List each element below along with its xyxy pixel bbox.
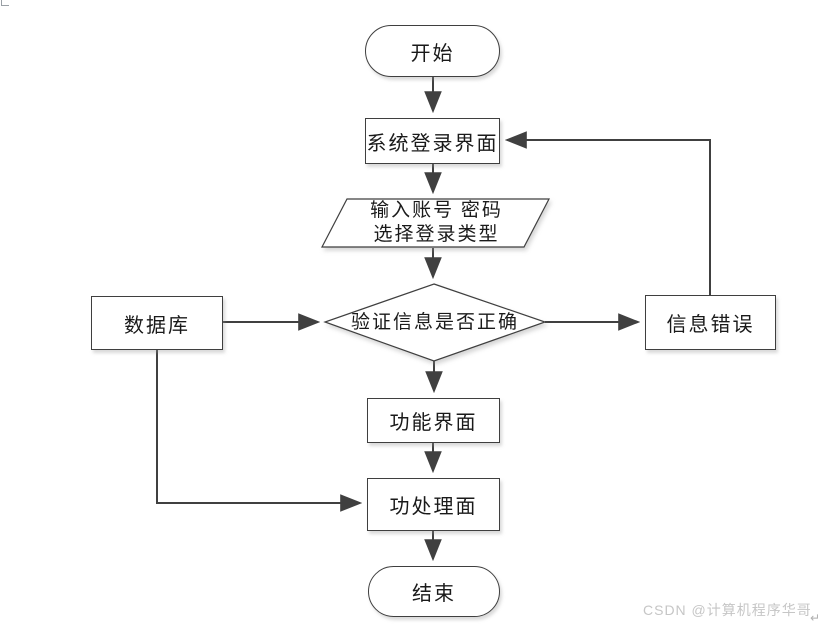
csdn-watermark-text: CSDN @计算机程序华哥 [643,602,812,618]
node-verify-label-text: 验证信息是否正确 [350,311,519,333]
node-error: 信息错误 [645,295,776,350]
node-start: 开始 [365,25,500,77]
node-process-label: 功处理面 [389,496,478,518]
node-process: 功处理面 [367,478,500,531]
corner-artifact-mark [1,0,9,6]
edge-database-process [156,350,363,512]
node-end-label: 结束 [412,583,456,605]
return-mark: ↵ [810,611,820,625]
node-error-label: 信息错误 [666,314,755,336]
csdn-watermark: CSDN @计算机程序华哥 [643,600,812,620]
node-database: 数据库 [91,296,223,350]
node-database-label: 数据库 [124,314,190,337]
node-verify-label: 验证信息是否正确 [325,284,545,361]
return-mark-glyph: ↵ [810,611,821,625]
node-input-label: 输入账号 密码 选择登录类型 [323,199,550,247]
node-function-label: 功能界面 [389,412,478,434]
node-login: 系统登录界面 [365,118,500,164]
node-login-label: 系统登录界面 [366,132,499,155]
node-function: 功能界面 [367,398,500,443]
node-input-label-line2: 选择登录类型 [373,224,500,245]
node-start-label: 开始 [410,42,455,65]
node-input-label-line1: 输入账号 密码 [370,200,503,221]
node-end: 结束 [368,566,500,617]
